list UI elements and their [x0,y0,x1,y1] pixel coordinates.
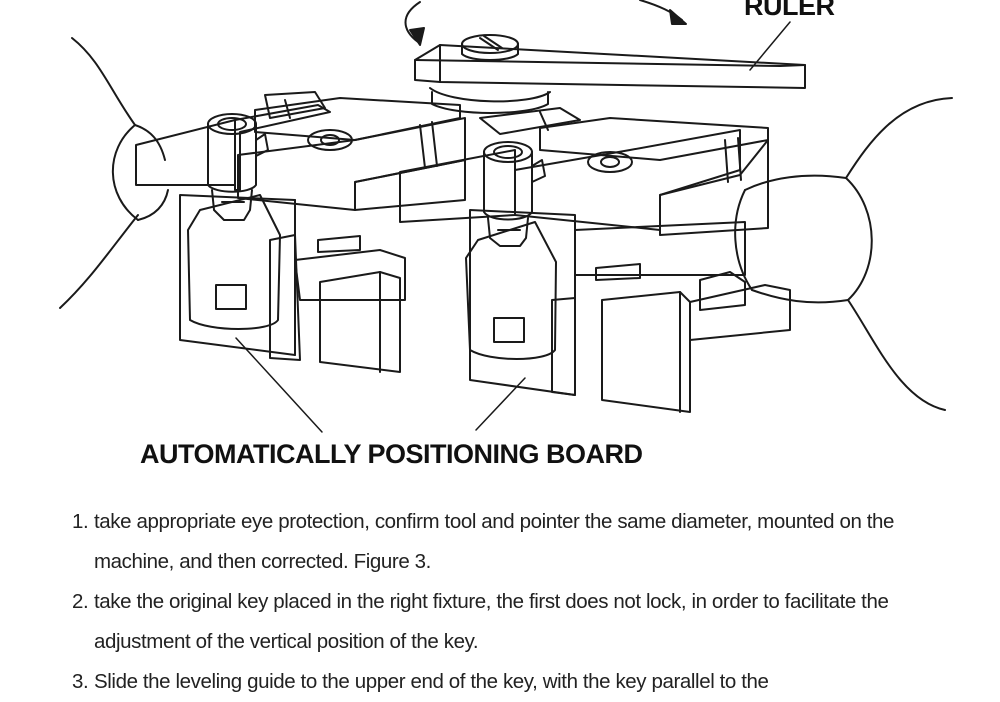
left-fixture-block [135,91,466,373]
positioning-board-label: AUTOMATICALLY POSITIONING BOARD [140,439,643,469]
right-shaft [734,97,953,411]
instruction-step: 1. take appropriate eye protection, conf… [72,502,932,582]
step-text: Slide the leveling guide to the upper en… [94,670,769,693]
board-leader-line-right [475,377,526,431]
ruler-leader-line [749,21,791,71]
right-key-tag [465,221,557,360]
instruction-step: 3. Slide the leveling guide to the upper… [72,662,932,702]
step-number: 3. [72,670,89,693]
left-key-tag [187,194,281,330]
left-shaft [59,37,169,309]
step-number: 1. [72,510,89,533]
instruction-steps: 1. take appropriate eye protection, conf… [72,502,932,702]
board-leader-line-left [235,337,323,433]
step-text: take the original key placed in the righ… [94,590,889,653]
step-text: take appropriate eye protection, confirm… [94,510,895,573]
right-clamp-knob [483,141,546,247]
rotation-arrow-left [404,1,425,46]
left-clamp-knob [207,113,269,221]
step-number: 2. [72,590,89,613]
machine-fixture-diagram [59,0,953,433]
ruler-label: RULER [744,0,835,21]
ruler-bar [414,34,806,114]
instruction-step: 2. take the original key placed in the r… [72,582,932,662]
rotation-arrow-right [639,0,687,25]
right-fixture-block [399,107,791,413]
